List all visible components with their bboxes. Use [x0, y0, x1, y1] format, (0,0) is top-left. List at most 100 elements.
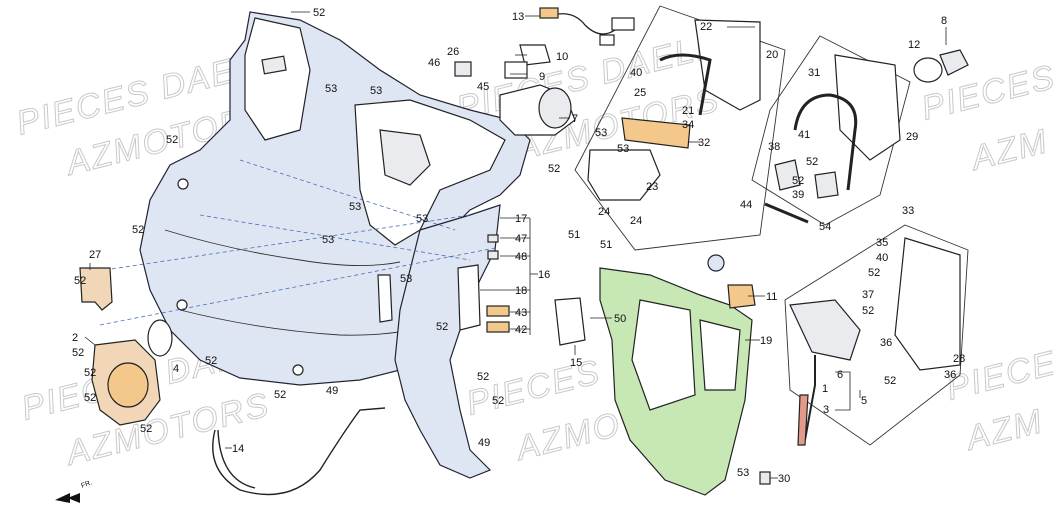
- part-label: 42: [515, 324, 527, 336]
- part-label: 26: [447, 46, 459, 58]
- part-label: 38: [768, 141, 780, 153]
- part-label: 24: [598, 206, 610, 218]
- part-label: 15: [570, 357, 582, 369]
- part-label: 52: [132, 224, 144, 236]
- bracket-27: [79, 267, 113, 311]
- part-label: 25: [634, 87, 646, 99]
- part-label: 52: [72, 347, 84, 359]
- part-label: 52: [205, 355, 217, 367]
- part-label: 48: [515, 251, 527, 263]
- watermark: AZM: [961, 402, 1048, 458]
- part-label: 52: [792, 175, 804, 187]
- part-label: 33: [902, 205, 914, 217]
- part-label: 19: [760, 335, 772, 347]
- part-label: 10: [556, 51, 568, 63]
- part-label: 49: [478, 437, 490, 449]
- part-label: 4: [173, 363, 179, 375]
- part-label: 36: [880, 337, 892, 349]
- lamp-detail-frame: [784, 224, 969, 446]
- part-label: 52: [313, 7, 325, 19]
- watermark: AZM: [966, 122, 1053, 178]
- part-label: 53: [595, 127, 607, 139]
- part-label: 52: [436, 321, 448, 333]
- part-label: 29: [906, 131, 918, 143]
- handle-detail-frame: [751, 35, 911, 226]
- part-label: 18: [515, 285, 527, 297]
- part-label: 52: [74, 275, 86, 287]
- seat-lock: [913, 49, 969, 83]
- part-label: 41: [798, 129, 810, 141]
- part-label: 24: [630, 215, 642, 227]
- part-label: 52: [84, 392, 96, 404]
- part-label: 11: [766, 291, 777, 303]
- part-label: 35: [876, 237, 888, 249]
- part-label: 54: [819, 221, 831, 233]
- part-label: 52: [492, 395, 504, 407]
- part-label: 52: [548, 163, 560, 175]
- part-label: 17: [515, 213, 527, 225]
- part-label: 51: [600, 239, 612, 251]
- part-label: 49: [326, 385, 338, 397]
- part-label: 44: [740, 199, 752, 211]
- part-label: 52: [884, 375, 896, 387]
- part-label: 52: [477, 371, 489, 383]
- part-label: 6: [837, 369, 843, 381]
- part-label: 20: [766, 49, 778, 61]
- part-label: 53: [416, 213, 428, 225]
- part-label: 8: [941, 15, 947, 27]
- part-label: 31: [808, 67, 820, 79]
- part-label: 52: [862, 305, 874, 317]
- part-label: 5: [861, 395, 867, 407]
- part-label: 13: [512, 11, 524, 23]
- part-label: 7: [572, 113, 578, 125]
- inner-cover-panel: [599, 254, 753, 496]
- part-label: 50: [614, 313, 626, 325]
- direction-label: FR.: [80, 479, 93, 489]
- part-label: 52: [166, 134, 178, 146]
- direction-indicator: FR.: [55, 479, 93, 503]
- part-label: 39: [792, 189, 804, 201]
- part-label: 52: [84, 367, 96, 379]
- part-label: 46: [428, 57, 440, 69]
- misc-small-parts: [457, 234, 771, 485]
- leader-lines: [84, 11, 947, 479]
- part-label: 14: [232, 443, 244, 455]
- part-label: 22: [700, 21, 712, 33]
- part-label: 16: [538, 269, 550, 281]
- pin: [764, 202, 809, 224]
- guide-lines: [99, 159, 496, 326]
- part-label: 53: [325, 83, 337, 95]
- part-label: 21: [682, 105, 694, 117]
- part-label: 3: [823, 404, 829, 416]
- part-label: 53: [617, 143, 629, 155]
- part-label: 53: [349, 201, 361, 213]
- part-label: 53: [400, 273, 412, 285]
- part-label: 52: [140, 423, 152, 435]
- part-label: 30: [778, 473, 790, 485]
- cable: [212, 407, 386, 496]
- part-label: 53: [370, 85, 382, 97]
- part-label: 51: [568, 229, 580, 241]
- part-label: 40: [876, 252, 888, 264]
- part-label: 36: [944, 369, 956, 381]
- part-label: 1: [822, 383, 828, 395]
- part-label: 28: [953, 353, 965, 365]
- part-label: 53: [322, 234, 334, 246]
- arrow-left-icon: [55, 493, 80, 503]
- part-label: 52: [868, 267, 880, 279]
- key-lock-assembly: [91, 319, 173, 426]
- part-label: 34: [682, 119, 694, 131]
- part-label: 52: [274, 389, 286, 401]
- part-label: 12: [908, 39, 920, 51]
- part-label: 40: [630, 67, 642, 79]
- part-label: 53: [737, 467, 749, 479]
- part-label: 37: [862, 289, 874, 301]
- part-number-labels: 52 13 22 20 8 12 26 46 45 10 9 53 53 40 …: [72, 7, 965, 485]
- part-label: 52: [806, 156, 818, 168]
- part-label: 2: [72, 332, 78, 344]
- part-label: 45: [477, 81, 489, 93]
- rack-detail-frame: [574, 5, 786, 251]
- part-label: 47: [515, 233, 527, 245]
